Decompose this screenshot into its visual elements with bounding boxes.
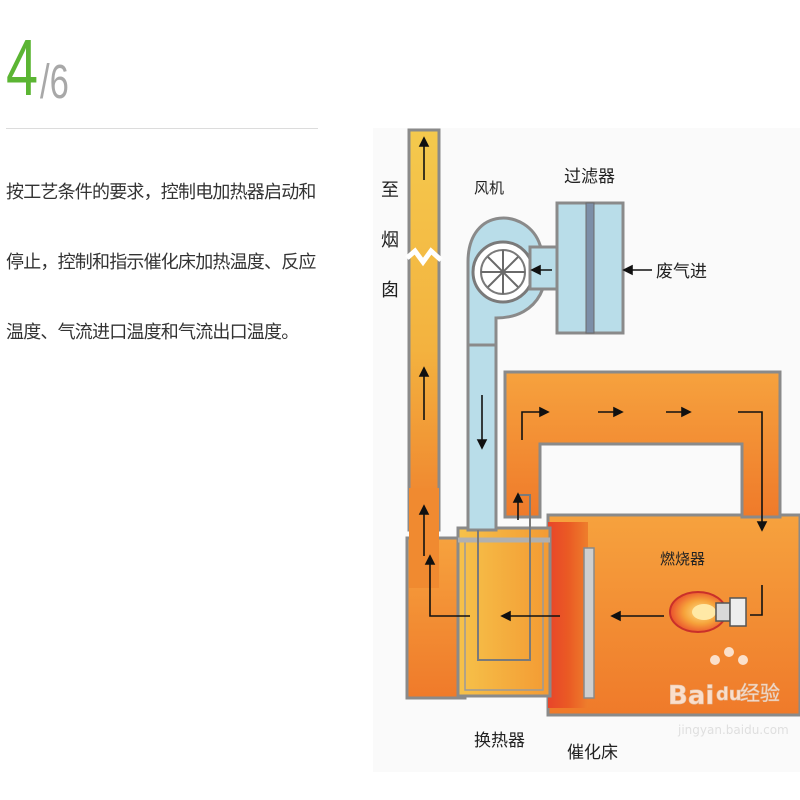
watermark-url: jingyan.baidu.com [677,723,789,737]
watermark-logo-paw: du [716,684,742,705]
paw-icon [724,647,734,657]
chimney-label-char: 至 [381,180,399,201]
catalytic-bed-label: 催化床 [567,743,618,763]
top-return-duct [503,370,782,519]
catalytic-bed-plate [583,547,595,699]
paw-icon [710,655,720,665]
chimney-label-char: 囱 [381,280,399,301]
process-diagram-svg: 至 烟 囱 风机 过滤器 废气进 燃烧器 换热器 催化床 Bai du 经验 j… [381,128,800,763]
burner-nozzle [715,602,731,622]
baidu-watermark: Bai du 经验 jingyan.baidu.com [668,647,789,737]
watermark-product: 经验 [740,681,780,705]
flow-arrows [418,136,768,622]
fan-label: 风机 [474,179,504,197]
burner-body [729,597,747,627]
heat-exchanger-label: 换热器 [474,731,525,751]
chimney-label-char: 烟 [381,230,399,251]
hx-inner-tube [477,494,531,661]
step-total-count: /6 [40,56,69,109]
catalytic-bed-zone [548,522,588,708]
header-divider [6,128,318,129]
heat-exchanger-box [456,526,552,698]
filter-label: 过滤器 [564,167,615,187]
waste-gas-inlet-label: 废气进 [656,262,707,282]
process-diagram: 至 烟 囱 风机 过滤器 废气进 燃烧器 换热器 催化床 Bai du 经验 j… [373,128,800,772]
burner-flame-core [692,604,716,620]
chimney-duct [407,128,441,532]
burner-label: 燃烧器 [660,550,705,568]
watermark-logo: Bai [668,681,714,711]
filter-element [585,202,595,334]
fan-blade [487,256,519,288]
paw-icon [738,655,748,665]
step-description: 按工艺条件的要求，控制电加热器启动和停止，控制和指示催化床加热温度、反应温度、气… [6,182,316,343]
step-current-number: 4 [6,23,39,112]
chimney-break-mark [405,247,443,267]
